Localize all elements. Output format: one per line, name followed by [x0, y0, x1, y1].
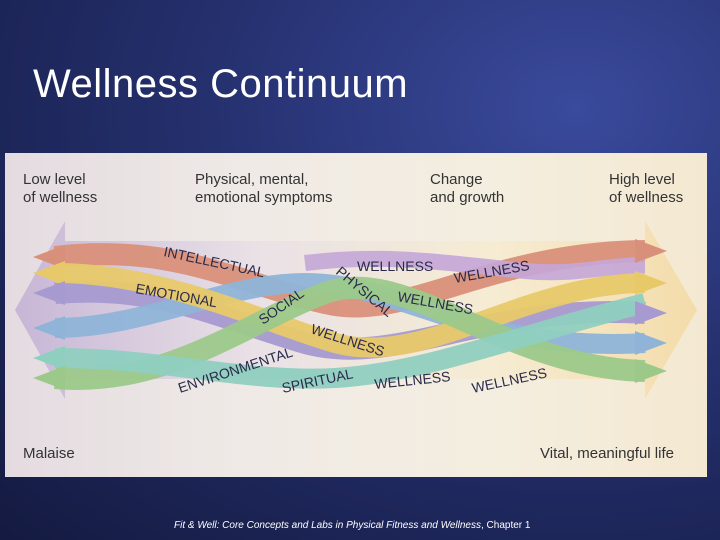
- caption-malaise: Malaise: [23, 445, 75, 462]
- caption-change-line2: and growth: [430, 189, 505, 206]
- footer-source-chapter: , Chapter 1: [481, 520, 531, 531]
- caption-vital-life: Vital, meaningful life: [540, 445, 674, 462]
- caption-high-level: High level of wellness: [609, 171, 683, 207]
- wellness-continuum-figure: INTELLECTUAL EMOTIONAL SOCIAL PHYSICAL E…: [5, 153, 707, 477]
- caption-low-level: Low level of wellness: [23, 171, 97, 207]
- caption-high-line2: of wellness: [609, 189, 684, 206]
- caption-change: Change and growth: [430, 171, 504, 207]
- source-footer: Fit & Well: Core Concepts and Labs in Ph…: [174, 520, 530, 531]
- caption-low-line1: Low level: [23, 171, 86, 188]
- continuum-diagram: INTELLECTUAL EMOTIONAL SOCIAL PHYSICAL E…: [5, 153, 707, 477]
- caption-symptoms-line2: emotional symptoms: [195, 189, 333, 206]
- caption-change-line1: Change: [430, 171, 483, 188]
- footer-source-title: Fit & Well: Core Concepts and Labs in Ph…: [174, 520, 481, 531]
- band-physical: [54, 263, 646, 358]
- label-wellness-5: WELLNESS: [374, 368, 452, 392]
- left-arrowheads: [33, 245, 65, 390]
- right-arrowheads: [635, 239, 667, 383]
- caption-low-line2: of wellness: [23, 189, 98, 206]
- caption-high-line1: High level: [609, 171, 675, 188]
- slide-title: Wellness Continuum: [33, 62, 409, 106]
- label-wellness-1: WELLNESS: [357, 258, 433, 274]
- band-wellness: [304, 250, 646, 281]
- band-spiritual: [54, 293, 648, 389]
- caption-symptoms: Physical, mental, emotional symptoms: [195, 171, 333, 207]
- caption-symptoms-line1: Physical, mental,: [195, 171, 309, 188]
